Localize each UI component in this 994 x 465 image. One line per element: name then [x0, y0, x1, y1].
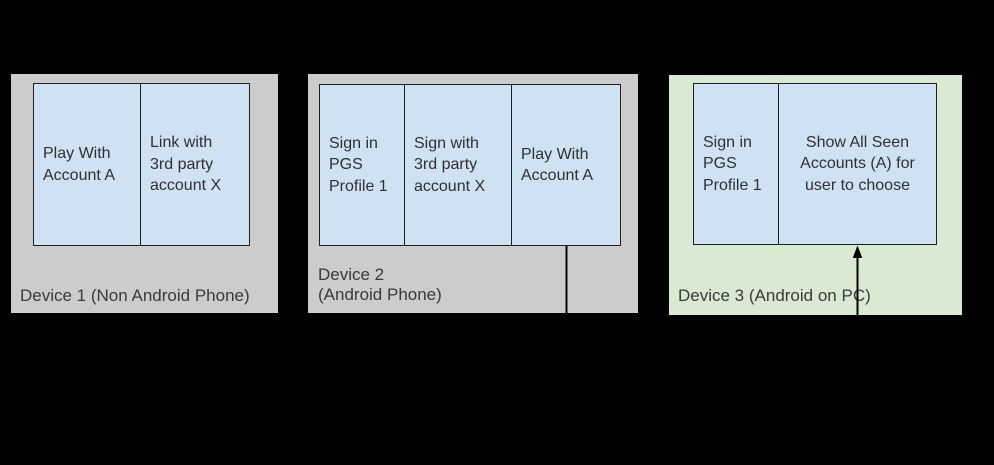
step-text: Show All Seen Accounts (A) for user to c… [800, 133, 915, 194]
step-text: Play With Account A [43, 145, 116, 184]
device-2-group: Sign in PGS Profile 1 Sign with 3rd part… [308, 74, 638, 313]
step-box-play-with-account-a: Play With Account A [33, 83, 141, 246]
step-box-link-3rd-party: Link with 3rd party account X [140, 83, 250, 246]
device-2-label: Device 2 (Android Phone) [318, 265, 442, 304]
step-text: Link with 3rd party account X [150, 134, 222, 195]
step-text: Sign in PGS Profile 1 [703, 133, 762, 194]
step-box-play-with-account-a: Play With Account A [511, 84, 621, 246]
step-box-show-all-seen-accounts: Show All Seen Accounts (A) for user to c… [778, 83, 937, 245]
step-box-sign-with-3rd-party: Sign with 3rd party account X [404, 84, 512, 246]
step-text: Play With Account A [521, 145, 594, 185]
device-1-label: Device 1 (Non Android Phone) [20, 286, 250, 305]
device-3-group: Sign in PGS Profile 1 Show All Seen Acco… [669, 75, 962, 315]
step-text: Sign with 3rd party account X [414, 134, 486, 195]
step-box-sign-in-pgs: Sign in PGS Profile 1 [319, 84, 405, 246]
step-box-sign-in-pgs: Sign in PGS Profile 1 [693, 83, 779, 245]
device-1-group: Play With Account A Link with 3rd party … [11, 74, 278, 313]
step-text: Sign in PGS Profile 1 [329, 134, 388, 195]
device-3-label: Device 3 (Android on PC) [678, 286, 871, 305]
